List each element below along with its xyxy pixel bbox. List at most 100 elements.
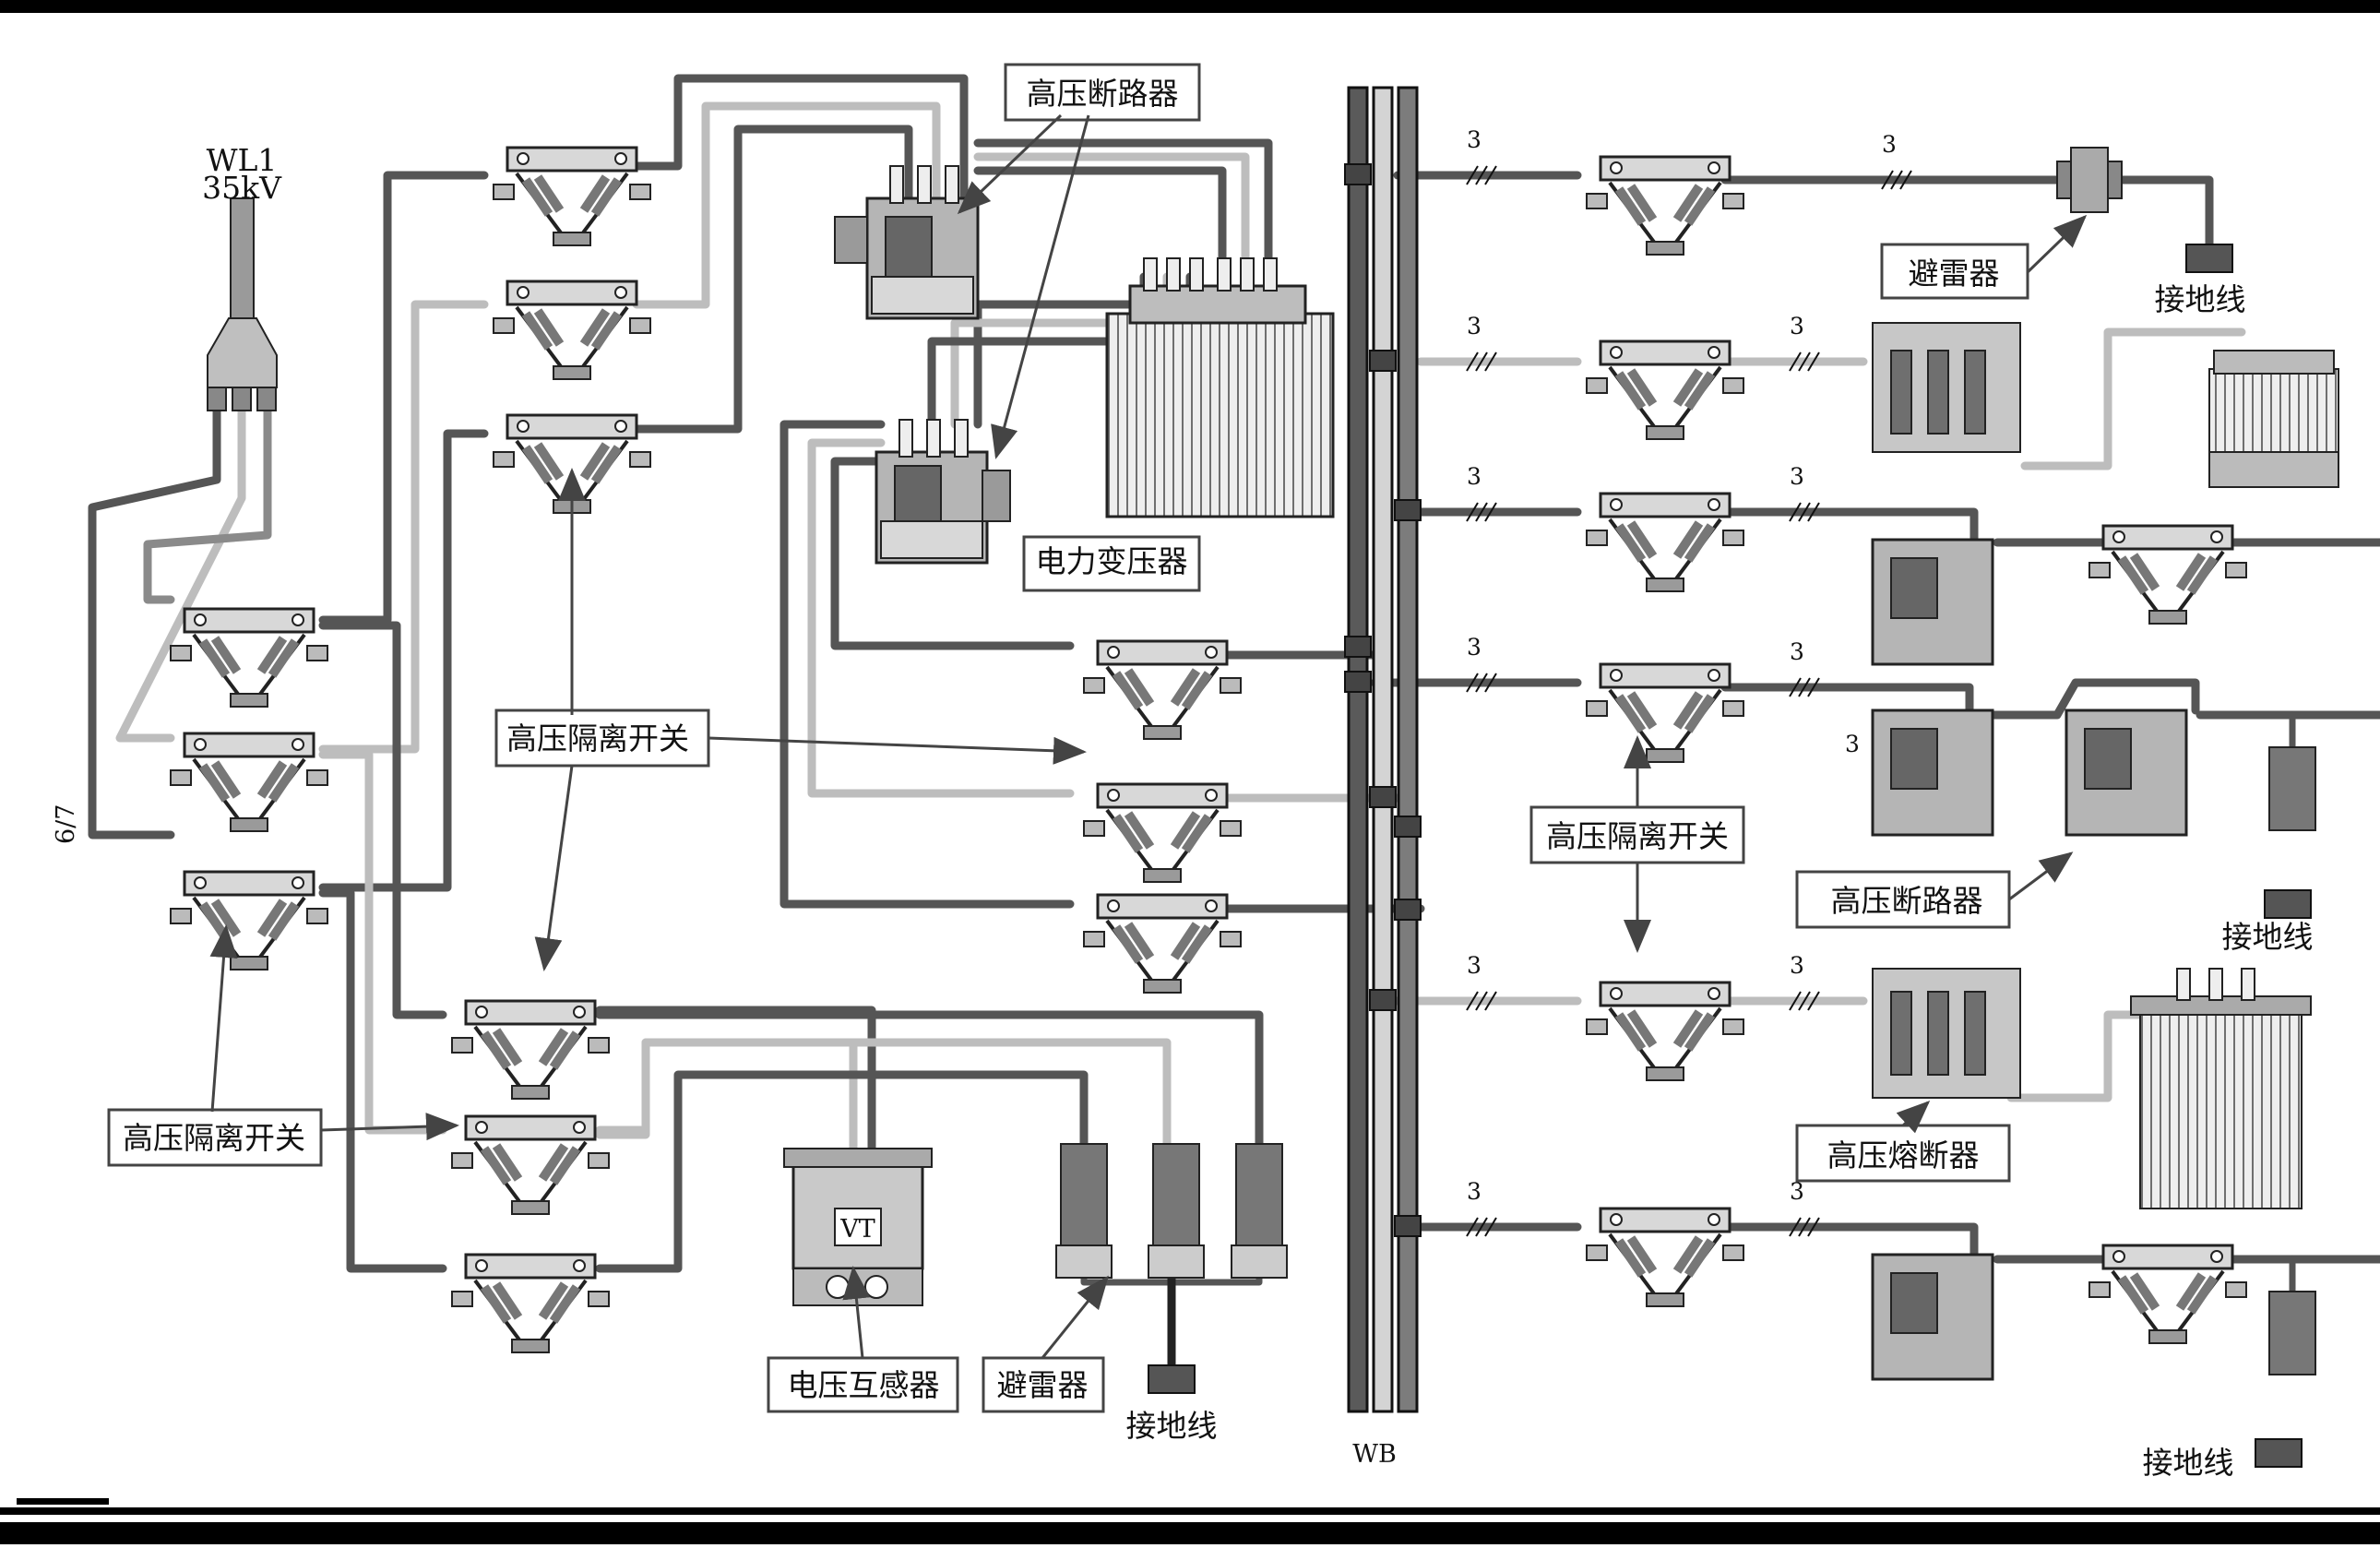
wire [318, 750, 447, 1135]
label-ground-right-mid: 接地线 [2222, 919, 2314, 955]
hv-disconnector-switch [493, 413, 651, 514]
phase-mark: 3 [1790, 638, 1804, 665]
distribution-transformer-2 [2130, 968, 2312, 1209]
label-breaker-right: 高压断路器 [1831, 883, 1983, 919]
hv-breaker-2 [875, 419, 1011, 565]
wire [595, 1070, 1089, 1273]
hv-breaker-feeder-a [1871, 538, 1994, 666]
hv-disconnector-switch [451, 999, 610, 1100]
bus-label: WB [1352, 1440, 1397, 1469]
hv-disconnector-switch [451, 1253, 610, 1353]
wire [318, 171, 489, 625]
wire [779, 420, 1075, 909]
phase-mark: 3 [1790, 952, 1804, 979]
surge-arrester-bottom [1055, 1143, 1288, 1279]
hv-disconnector-switch [2088, 1244, 2247, 1344]
wire [318, 888, 447, 1273]
voltage-transformer: VT [783, 1148, 933, 1306]
hv-breaker-feeder-c [2065, 709, 2188, 837]
hv-breaker-feeder-b [1871, 709, 1994, 837]
wire [595, 1010, 1264, 1149]
label-disconnector-right: 高压隔离开关 [1546, 818, 1729, 854]
label-fuse: 高压熔断器 [1827, 1137, 1980, 1173]
wire [973, 138, 1273, 272]
busbar-wb [1347, 86, 1419, 1413]
incoming-voltage-label: 35kV [202, 170, 282, 206]
post-insulator-right-1 [2268, 746, 2316, 831]
label-ground-right-top: 接地线 [2155, 281, 2246, 317]
hv-disconnector-switch [1586, 981, 1744, 1081]
side-mark: 6/7 [52, 804, 80, 844]
wire [807, 438, 1075, 798]
wire [595, 1006, 876, 1176]
hv-disconnector-switch [493, 146, 651, 246]
phase-mark: 3 [1467, 634, 1482, 661]
hv-breaker-1 [834, 165, 980, 320]
hv-disconnector-switch [1083, 782, 1242, 883]
label-group: WL1 35kV 6/7 WB 高压断路器 电力变压器 高压隔离开关 高压隔离开… [52, 76, 2314, 1481]
ground-symbols [1148, 244, 2312, 1468]
wire [1720, 683, 1974, 715]
label-boxes [107, 63, 2029, 1413]
phase-mark-labels: 3 3 3 3 3 3 3 3 3 3 3 3 3 [1467, 126, 1897, 1205]
hv-disconnector-switch [1586, 492, 1744, 592]
phase-mark: 3 [1467, 313, 1482, 339]
phase-mark-group [1466, 165, 1912, 1237]
hv-fuse-1 [1872, 322, 2021, 453]
hv-disconnector-switch [1083, 893, 1242, 994]
hv-disconnector-switch [170, 732, 328, 832]
label-arrester-bottom: 避雷器 [997, 1367, 1089, 1403]
wire [318, 429, 489, 892]
wire [632, 101, 941, 309]
phase-mark: 3 [1467, 952, 1482, 979]
surge-arrester-right [2056, 147, 2123, 213]
bus-clamps [1344, 163, 1422, 1237]
phase-mark: 3 [1790, 463, 1804, 490]
hv-disconnector-switch [170, 607, 328, 708]
wire [318, 621, 447, 1019]
hv-disconnector-switch [1586, 662, 1744, 763]
hv-disconnector-switch [2088, 524, 2247, 625]
pointer-arrows [209, 113, 2088, 1359]
label-power-transformer: 电力变压器 [1036, 543, 1188, 579]
label-voltage-transformer: 电压互感器 [788, 1367, 940, 1403]
hv-disconnector-switch [451, 1114, 610, 1215]
label-breaker-top: 高压断路器 [1027, 76, 1179, 112]
incoming-line-label: WL1 [207, 142, 278, 178]
wire [1720, 1222, 1979, 1259]
wire [88, 401, 221, 839]
label-disconnector-left: 高压隔离开关 [123, 1120, 305, 1156]
disconnector-group [170, 146, 2247, 1353]
wire [2020, 327, 2246, 470]
hv-disconnector-switch [1586, 1207, 1744, 1307]
phase-mark: 3 [1845, 731, 1860, 757]
label-arrester-right: 避雷器 [1909, 256, 2000, 292]
hv-disconnector-switch [170, 870, 328, 970]
hv-breaker-feeder-d [1871, 1253, 1994, 1381]
phase-mark: 3 [1790, 1178, 1804, 1205]
wire [830, 457, 1075, 650]
label-disconnector-center: 高压隔离开关 [506, 720, 689, 756]
label-ground-bottom: 接地线 [1126, 1408, 1218, 1444]
label-ground-right-bottom: 接地线 [2143, 1445, 2234, 1481]
cable-termination-wl1 [207, 197, 278, 411]
distribution-transformer-1 [2208, 350, 2339, 488]
phase-mark: 3 [1467, 1178, 1482, 1205]
wire [632, 125, 913, 434]
vt-mark: VT [839, 1215, 875, 1244]
wire [2117, 175, 2214, 249]
wire [318, 300, 489, 754]
wire [2006, 1010, 2154, 1102]
wire [115, 401, 246, 743]
hv-fuse-2 [1872, 968, 2021, 1099]
power-transformer [1105, 257, 1335, 518]
hv-disconnector-switch [493, 280, 651, 380]
wire [1720, 507, 1979, 544]
phase-mark: 3 [1882, 131, 1897, 158]
wire [632, 74, 969, 203]
hv-disconnector-switch [1586, 155, 1744, 256]
post-insulator-right-2 [2268, 1291, 2316, 1375]
phase-mark: 3 [1467, 126, 1482, 153]
